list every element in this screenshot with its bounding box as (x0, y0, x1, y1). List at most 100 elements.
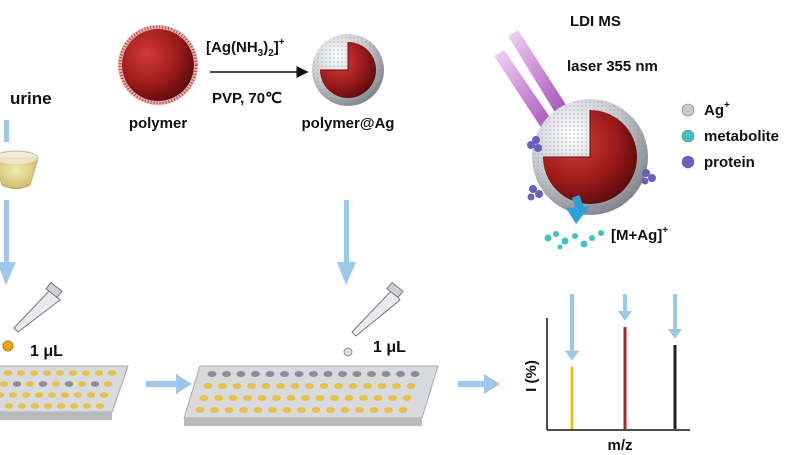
sample-well (359, 395, 368, 401)
sample-well (17, 403, 27, 409)
peak-indicator-arrow (623, 294, 627, 311)
sample-well (367, 371, 376, 377)
sample-well (261, 383, 271, 389)
sample-well (203, 383, 213, 389)
laser-beam-icon (494, 30, 568, 132)
sample-well (272, 395, 281, 401)
spectrum-peak (570, 366, 574, 429)
legend-label: protein (704, 154, 755, 171)
protein-icon (681, 155, 695, 169)
pipette-icon (2, 281, 63, 352)
sample-well (82, 403, 92, 409)
peak-indicator-arrow (673, 294, 677, 329)
sample-well (344, 395, 354, 401)
sample-well (243, 395, 252, 401)
sample-well (311, 407, 321, 413)
x-axis-label: m/z (607, 437, 632, 454)
sample-well (239, 407, 248, 413)
ldi-ms-title: LDI MS (570, 13, 621, 30)
probe-volume-label: 1 μL (373, 339, 406, 356)
sample-well (199, 395, 209, 401)
sample-well (25, 381, 35, 387)
sample-well (232, 383, 242, 389)
sample-well (290, 383, 300, 389)
sample-well (228, 395, 238, 401)
sample-well (352, 371, 362, 377)
sample-well (323, 371, 333, 377)
urine-label: urine (10, 89, 52, 108)
sample-well (214, 395, 223, 401)
droplet-icon (2, 340, 14, 352)
sample-well (81, 370, 91, 376)
sample-well (377, 383, 387, 389)
metabolite-icon (681, 129, 695, 143)
sample-well (282, 407, 292, 413)
reagent-label: [Ag(NH3)2]+ (206, 37, 285, 59)
sample-well (207, 371, 217, 377)
sample-well (38, 381, 48, 387)
sample-well (348, 383, 358, 389)
sample-well (8, 392, 18, 398)
sample-well (12, 381, 22, 387)
silver-ion-icon (681, 103, 695, 117)
sample-well (330, 395, 339, 401)
sample-well (326, 407, 335, 413)
sample-well (43, 403, 53, 409)
sample-well (77, 381, 87, 387)
ion-label: [M+Ag]+ (611, 225, 668, 244)
sample-well (253, 407, 263, 413)
sample-well (309, 371, 318, 377)
sample-well (334, 383, 343, 389)
polymer-ag-sphere-icon (312, 34, 384, 106)
sample-well (398, 407, 408, 413)
sample-volume-label: 1 μL (30, 343, 63, 360)
pipette-icon (343, 281, 404, 357)
flow-arrow-right-2 (458, 374, 500, 394)
sample-well (305, 383, 314, 389)
sample-well (388, 395, 397, 401)
flow-arrow-down (0, 120, 16, 285)
peak-indicator-arrow (570, 294, 574, 351)
desorbed-metabolites-icon (544, 230, 604, 250)
spectrum-peak (623, 327, 627, 429)
sample-well (73, 392, 83, 398)
sample-well (107, 370, 117, 376)
sample-well (369, 407, 379, 413)
sample-well (56, 403, 66, 409)
sample-well (55, 370, 65, 376)
sample-well (294, 371, 304, 377)
sample-well (286, 395, 296, 401)
sample-well (257, 395, 267, 401)
sample-well (99, 392, 109, 398)
target-plate-left (0, 365, 129, 420)
sample-well (224, 407, 234, 413)
sample-well (3, 370, 13, 376)
sample-well (410, 371, 420, 377)
sample-well (373, 395, 383, 401)
sample-well (90, 381, 100, 387)
spectrum-peak (673, 345, 677, 429)
sample-well (392, 383, 401, 389)
sample-well (47, 392, 57, 398)
sample-well (21, 392, 31, 398)
conditions-label: PVP, 70℃ (212, 90, 282, 107)
sample-well (195, 407, 205, 413)
sample-well (406, 383, 416, 389)
sample-well (42, 370, 52, 376)
sample-well (218, 383, 227, 389)
sample-well (315, 395, 325, 401)
y-axis-label: I (%) (523, 360, 540, 392)
sample-well (0, 392, 5, 398)
peak-indicator-arrowhead (618, 311, 632, 321)
sample-well (297, 407, 306, 413)
sample-well (247, 383, 256, 389)
sample-well (69, 403, 79, 409)
legend-label: metabolite (704, 128, 779, 145)
sample-well (4, 403, 14, 409)
sample-well (210, 407, 219, 413)
sample-well (68, 370, 78, 376)
flow-arrow-right-1 (146, 374, 192, 394)
legend-label: Ag+ (704, 100, 730, 119)
mass-spectrum: I (%) m/z (523, 294, 690, 454)
nanoparticle-sphere-icon (527, 99, 656, 215)
